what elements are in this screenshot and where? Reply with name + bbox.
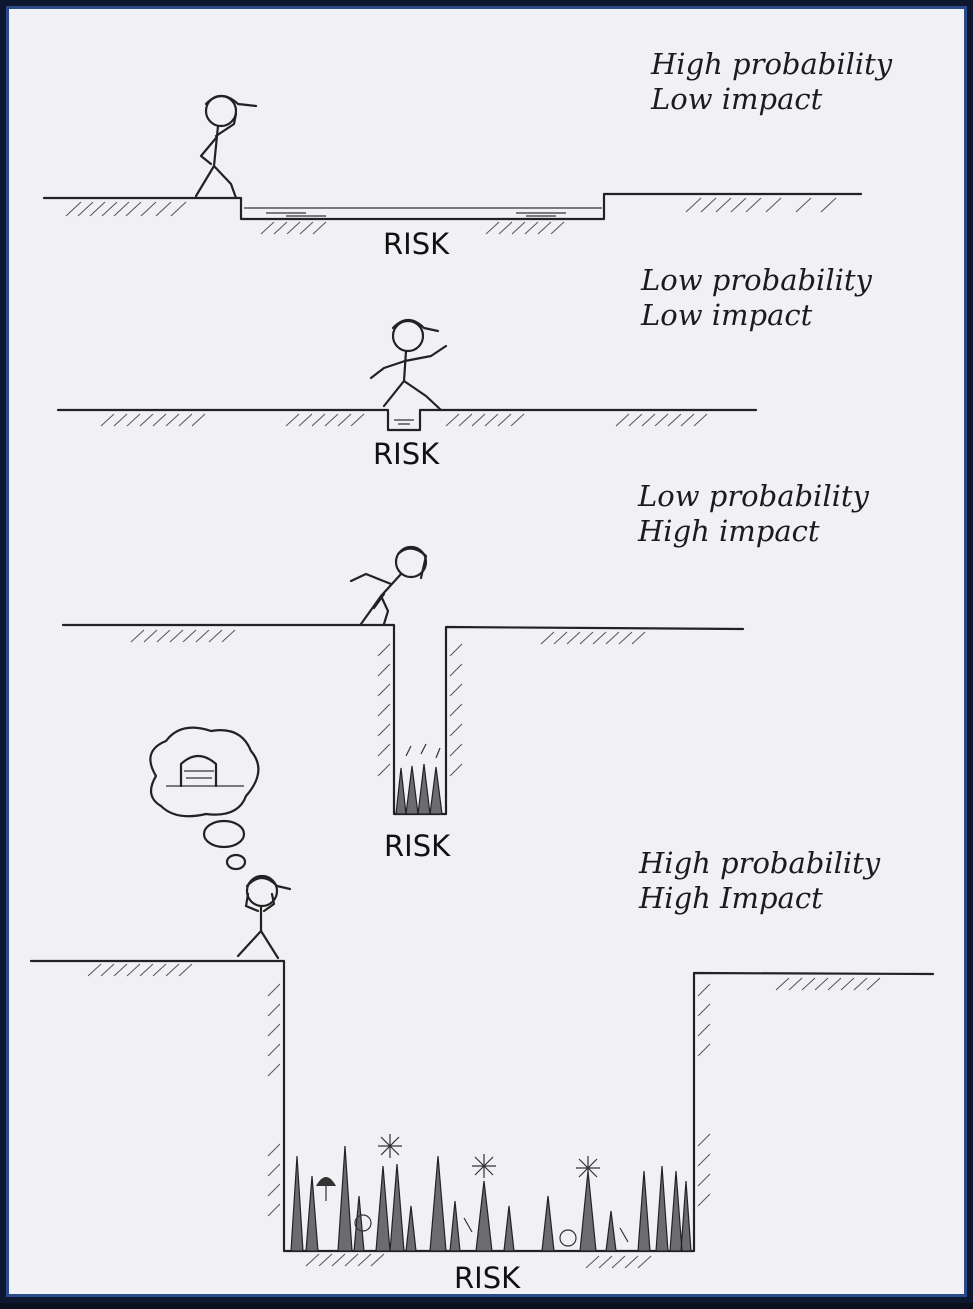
panel3-caption-line2: High impact [637, 514, 820, 548]
thought-bubble [149, 726, 260, 871]
panel1-risk-label: RISK [383, 227, 450, 261]
panel4-caption-line1: High probability [638, 846, 881, 880]
panel2-caption-line2: Low impact [640, 298, 813, 332]
panel4-spikes [290, 1134, 692, 1252]
panel3-stick-figure [349, 545, 428, 626]
panel3-caption-line1: Low probability [637, 479, 870, 513]
helmet-icon [316, 1177, 336, 1201]
panel2-caption-line1: Low probability [640, 263, 873, 297]
risk-sketch: High probability Low impact RISK Low pro… [29, 47, 935, 1295]
panel4-caption-line2: High Impact [638, 881, 823, 915]
panel2-ground-line [56, 408, 758, 432]
panel2-stick-figure [369, 318, 448, 412]
bone-icon [463, 1217, 629, 1243]
skull-icon [354, 1214, 577, 1247]
panel1-caption-line1: High probability [650, 47, 893, 81]
panel-low-prob-low-impact: Low probability Low impact RISK [56, 263, 873, 471]
panel-low-prob-high-impact: Low probability High impact RISK [61, 479, 870, 863]
panel3-spikes [395, 743, 443, 815]
panel1-ground-line [42, 192, 863, 221]
panel1-ground-hatch [65, 197, 837, 235]
panel3-ground-hatch [130, 629, 646, 777]
panel-high-prob-low-impact: High probability Low impact RISK [42, 47, 893, 261]
panel4-stick-figure [236, 874, 292, 960]
panel4-ground-hatch [87, 963, 881, 1269]
panel3-risk-label: RISK [384, 829, 451, 863]
panel4-risk-label: RISK [454, 1261, 521, 1295]
panel2-ground-hatch [100, 413, 708, 427]
panel1-caption-line2: Low impact [650, 82, 823, 116]
panel1-stick-figure [194, 94, 258, 200]
panel4-sparkles [378, 1134, 600, 1180]
panel-high-prob-high-impact: High probability High Impact RISK [29, 726, 935, 1295]
panel2-risk-label: RISK [373, 437, 440, 471]
